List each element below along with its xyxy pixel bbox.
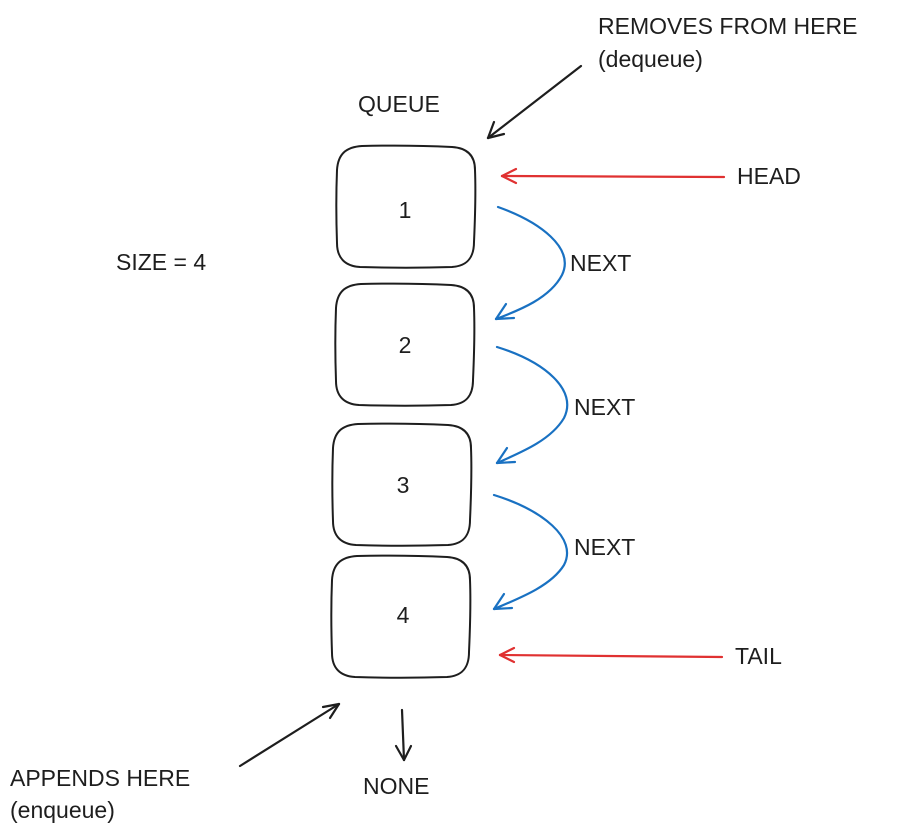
enqueue-arrow xyxy=(238,702,341,768)
next-link-3-4 xyxy=(492,493,569,611)
append-label: APPENDS HERE xyxy=(10,765,190,791)
next-label-3: NEXT xyxy=(574,534,635,560)
node-1-value: 1 xyxy=(399,197,412,223)
head-pointer-arrow xyxy=(500,167,726,185)
node-3: 3 xyxy=(331,422,473,547)
node-3-value: 3 xyxy=(397,472,410,498)
next-link-2-3 xyxy=(495,345,569,465)
tail-pointer-arrow xyxy=(498,646,724,664)
next-link-1-2 xyxy=(494,205,566,321)
size-label: SIZE = 4 xyxy=(116,249,206,275)
node-2-value: 2 xyxy=(399,332,412,358)
queue-title: QUEUE xyxy=(358,91,440,117)
remove-label: REMOVES FROM HERE xyxy=(598,13,857,39)
node-4: 4 xyxy=(330,554,472,679)
node-2: 2 xyxy=(334,282,476,407)
node-4-value: 4 xyxy=(397,602,410,628)
tail-label: TAIL xyxy=(735,643,782,669)
head-label: HEAD xyxy=(737,163,801,189)
append-sublabel: (enqueue) xyxy=(10,797,115,823)
dequeue-arrow xyxy=(486,64,583,140)
remove-sublabel: (dequeue) xyxy=(598,46,703,72)
none-arrow xyxy=(394,708,413,762)
node-1: 1 xyxy=(335,144,477,269)
next-label-2: NEXT xyxy=(574,394,635,420)
none-label: NONE xyxy=(363,773,429,799)
next-label-1: NEXT xyxy=(570,250,631,276)
